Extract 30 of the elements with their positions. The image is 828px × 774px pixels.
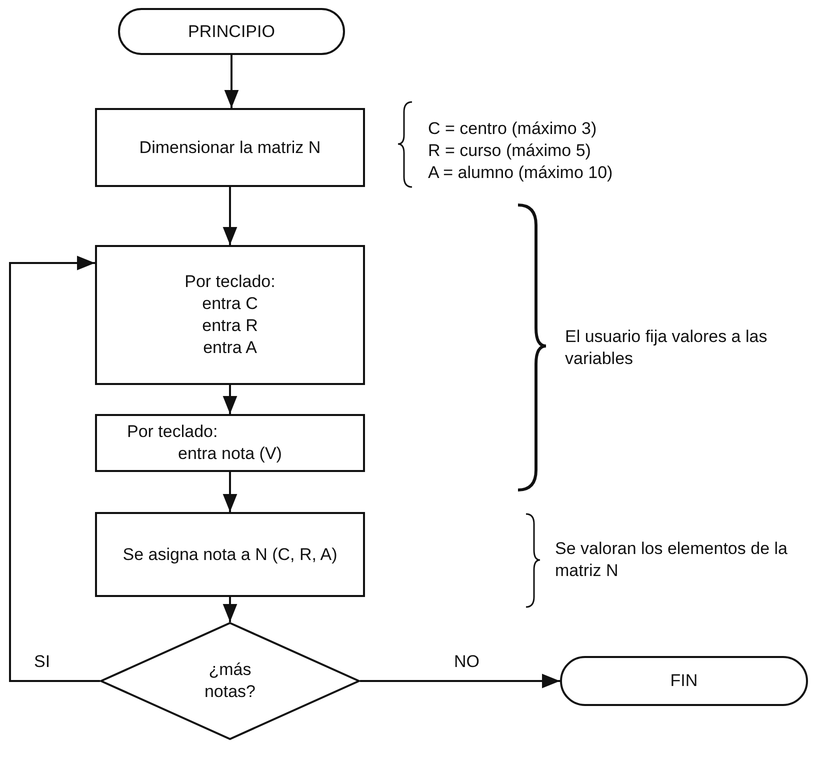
terminal-box [560, 656, 808, 706]
arrow [9, 256, 100, 682]
variable-note: A = alumno (máximo 10) [428, 162, 614, 184]
node-text: entra A [203, 337, 257, 359]
arrow [222, 187, 238, 245]
process-box [95, 108, 365, 187]
node-text: PRINCIPIO [188, 20, 275, 42]
node-text: entra R [202, 315, 258, 337]
node-text: ¿más notas? [203, 659, 257, 703]
brace-note: El usuario fija valores a las variables [565, 326, 768, 370]
decision-diamond [100, 622, 360, 740]
process-box [95, 414, 365, 472]
node-text: entra nota (V) [178, 443, 282, 465]
process-box [95, 245, 365, 385]
node-text: FIN [670, 670, 698, 692]
process-box [95, 512, 365, 597]
arrow [222, 472, 238, 512]
variable-note: R = curso (máximo 5) [428, 140, 592, 162]
arrow [360, 674, 560, 688]
brace-note: Se valoran los elementos de la matriz N [555, 538, 788, 582]
variable-note: C = centro (máximo 3) [428, 118, 598, 140]
arrow [222, 385, 238, 414]
node-text: Dimensionar la matriz N [139, 136, 321, 158]
node-text: Por teclado: [184, 271, 276, 293]
arrow [222, 597, 238, 622]
node-text: entra C [202, 293, 258, 315]
node-text: Se asigna nota a N (C, R, A) [122, 544, 338, 566]
arrow [224, 55, 239, 108]
node-text: Por teclado: [127, 421, 218, 443]
terminal-box [118, 8, 345, 55]
